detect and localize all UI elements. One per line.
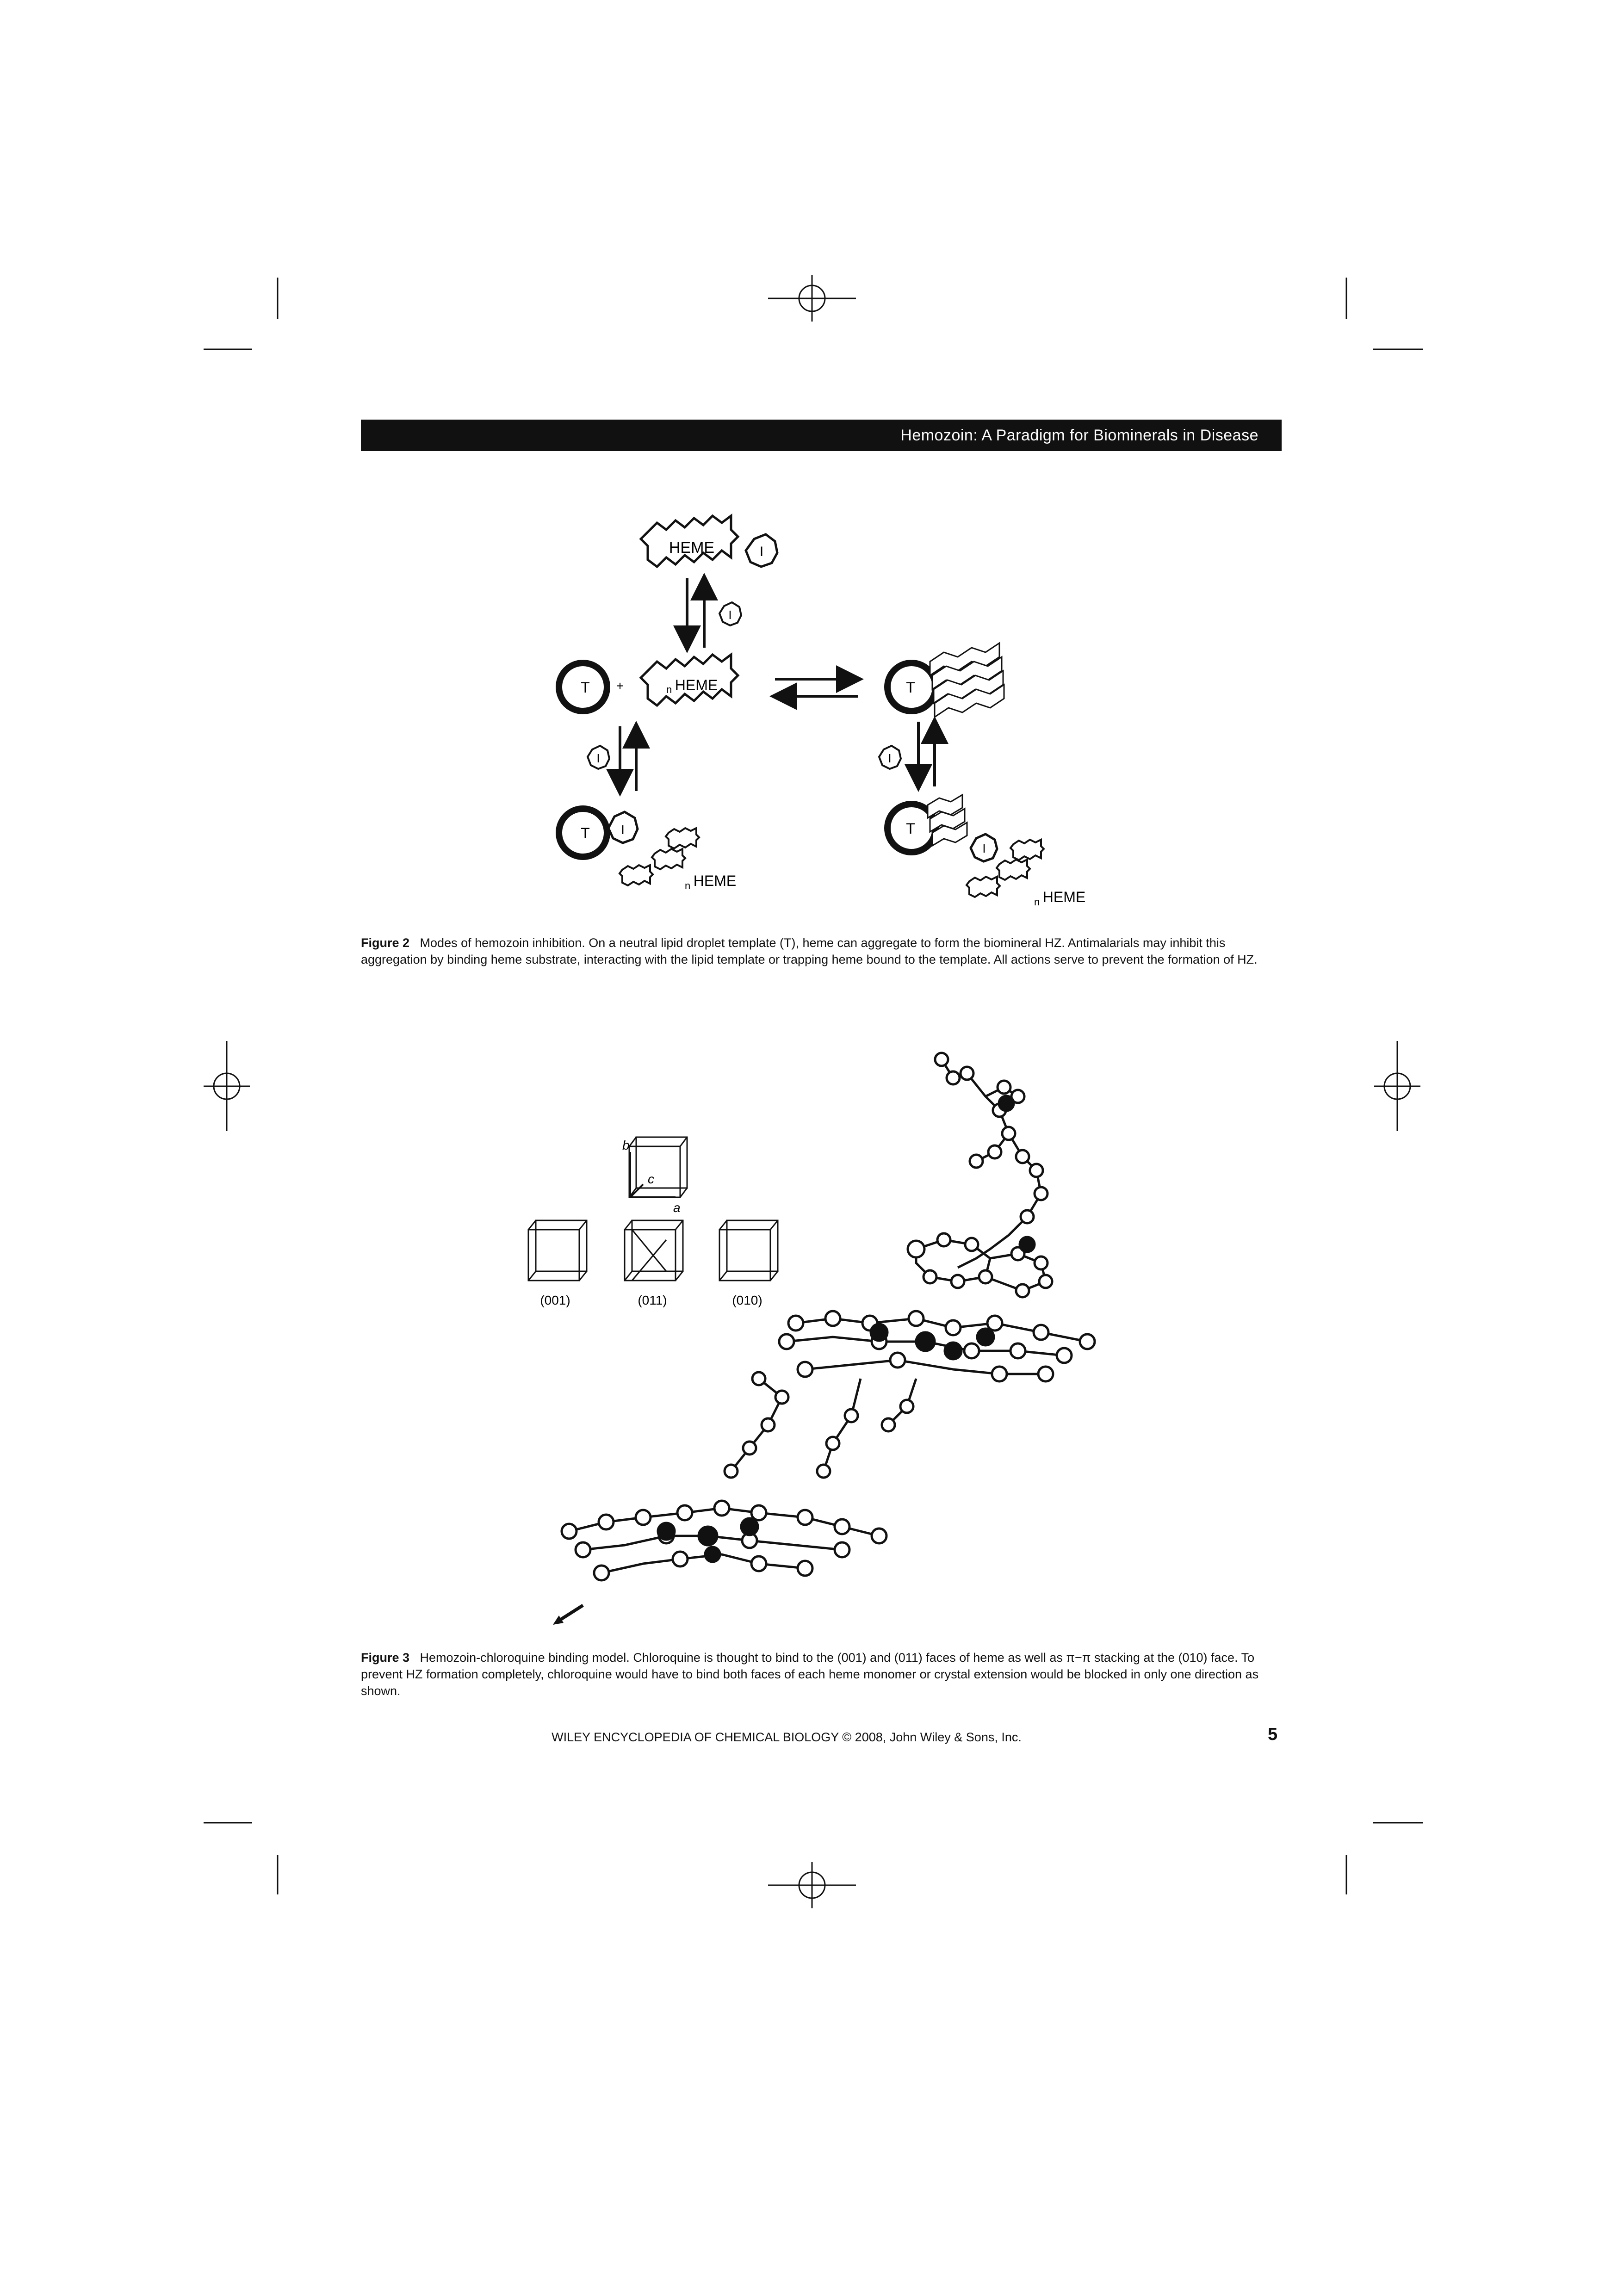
svg-text:I: I — [760, 544, 763, 559]
svg-text:I: I — [596, 751, 600, 765]
registration-mark-right — [1374, 1041, 1420, 1131]
svg-text:n: n — [1034, 896, 1040, 908]
face-label: (010) — [732, 1293, 762, 1307]
axis-c-label: c — [648, 1172, 654, 1186]
face-label: (011) — [638, 1293, 667, 1307]
svg-text:T: T — [581, 825, 590, 842]
figure-2-caption: Figure 2 Modes of hemozoin inhibition. O… — [361, 934, 1282, 968]
template-inhibitor-complex: T I — [556, 805, 639, 860]
svg-text:HEME: HEME — [675, 677, 718, 693]
svg-text:I: I — [621, 823, 625, 837]
free-heme-left — [618, 826, 700, 887]
page-number: 5 — [1268, 1725, 1278, 1744]
svg-text:n: n — [666, 684, 672, 695]
svg-text:T: T — [906, 679, 915, 696]
svg-text:HEME: HEME — [694, 873, 736, 889]
free-heme-right — [965, 838, 1045, 898]
chloroquine-heme-model — [560, 1052, 1096, 1582]
lipid-template-left: T — [556, 660, 610, 714]
axis-b-label: b — [622, 1138, 630, 1152]
heme-label: HEME — [669, 539, 714, 557]
template-with-hemozoin: T — [884, 642, 1005, 718]
face-001 — [527, 1219, 588, 1281]
registration-mark-left — [204, 1041, 250, 1131]
running-header: Hemozoin: A Paradigm for Biominerals in … — [361, 420, 1282, 451]
face-011 — [624, 1219, 684, 1281]
figure-3-diagram: b c a (001) (011) (010) — [527, 1052, 1096, 1625]
svg-text:I: I — [728, 608, 731, 622]
extension-direction-arrow — [553, 1604, 584, 1625]
svg-text:T: T — [581, 679, 590, 696]
svg-text:n: n — [685, 880, 690, 891]
svg-text:HEME: HEME — [1043, 889, 1085, 905]
svg-text:I: I — [888, 751, 891, 765]
face-label: (001) — [540, 1293, 570, 1307]
figure-3-caption: Figure 3 Hemozoin-chloroquine binding mo… — [361, 1649, 1282, 1699]
axis-a-label: a — [673, 1201, 681, 1215]
inhibitor-octagon — [744, 533, 779, 568]
unit-cell-axes — [628, 1136, 688, 1198]
figure-2-diagram: HEME I I T + n HEME T I I — [556, 514, 1085, 908]
svg-text:+: + — [616, 679, 624, 693]
svg-text:T: T — [906, 820, 915, 837]
figure-2-label: Figure 2 — [361, 936, 410, 950]
face-010 — [719, 1219, 779, 1281]
figure-3-text: Hemozoin-chloroquine binding model. Chlo… — [361, 1651, 1259, 1698]
template-hemozoin-inhibitor: T I — [884, 793, 998, 863]
registration-mark-top — [768, 275, 856, 322]
svg-text:I: I — [982, 842, 986, 855]
n-heme-center: n HEME — [639, 652, 740, 707]
figure-3-label: Figure 3 — [361, 1651, 410, 1665]
registration-mark-bottom — [768, 1862, 856, 1908]
figure-2-text: Modes of hemozoin inhibition. On a neutr… — [361, 936, 1258, 966]
heme-inhibitor-complex: HEME I — [639, 514, 779, 569]
footer-copyright: WILEY ENCYCLOPEDIA OF CHEMICAL BIOLOGY ©… — [552, 1730, 1022, 1744]
